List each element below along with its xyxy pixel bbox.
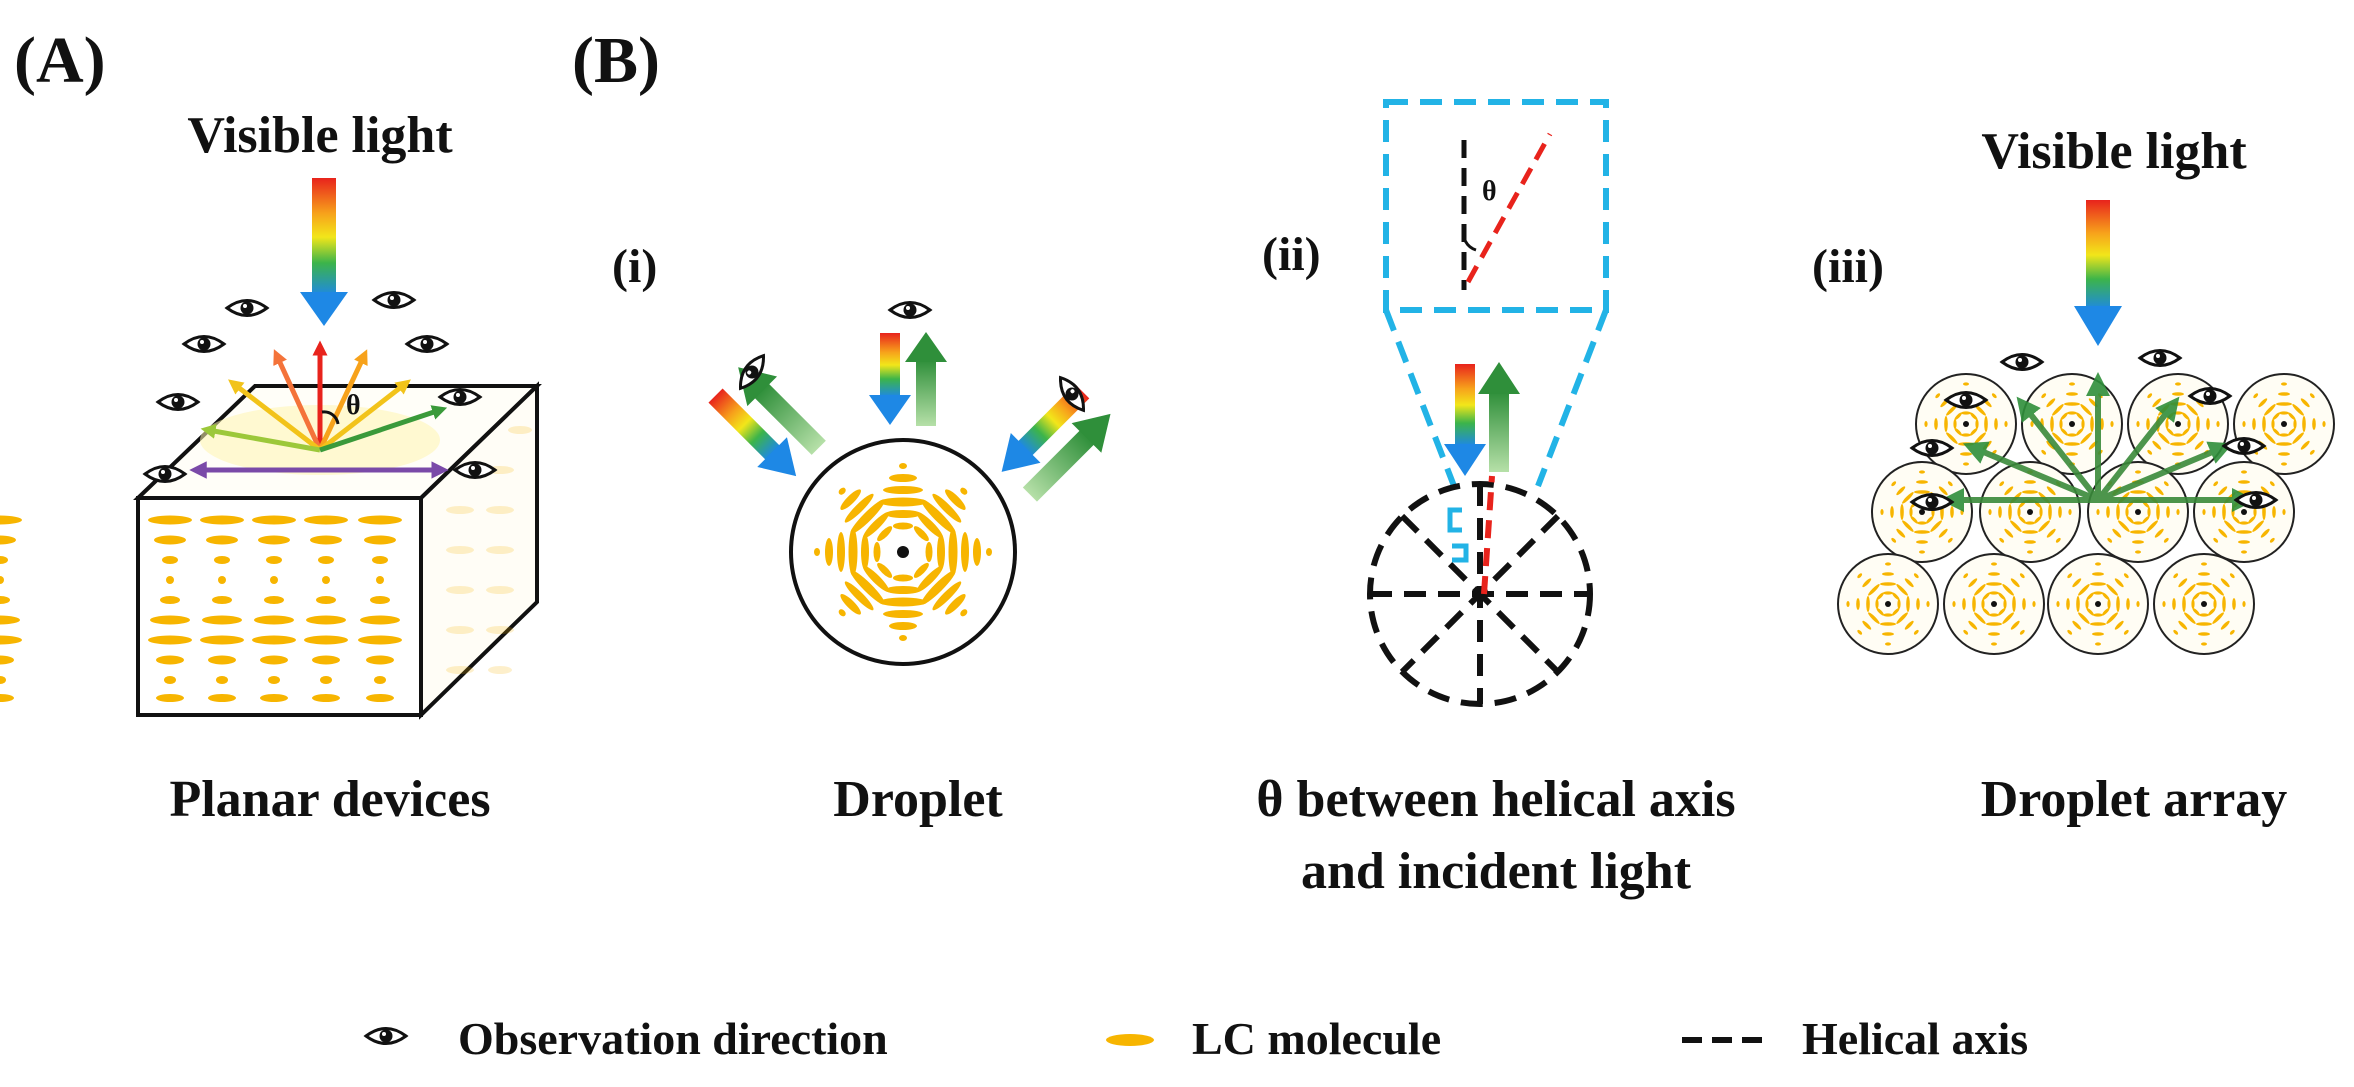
droplet-left-arrows xyxy=(708,367,826,477)
eye-icon xyxy=(156,393,200,411)
droplet-right-arrows xyxy=(1001,384,1111,502)
eye-icon xyxy=(2138,349,2182,367)
panel-b-i-caption: Droplet xyxy=(833,771,1003,828)
panel-a-label: (A) xyxy=(14,24,106,97)
panel-b-iii-light-label: Visible light xyxy=(1981,123,2247,180)
incident-light-arrow-iii xyxy=(2074,200,2122,346)
eye-icon xyxy=(372,291,416,309)
eye-icon xyxy=(888,301,932,319)
eye-icon xyxy=(143,465,187,483)
eye-icon xyxy=(2234,491,2278,509)
panel-b-ii-theta: θ xyxy=(1482,176,1497,207)
eye-icon xyxy=(1910,493,1954,511)
panel-b-i: (i) xyxy=(612,240,1111,828)
eye-icon xyxy=(2000,353,2044,371)
array-droplet xyxy=(2047,553,2149,655)
panel-b-ii-caption-1: θ between helical axis xyxy=(1256,771,1735,828)
angle-inset: θ xyxy=(1383,99,1609,313)
droplet-array xyxy=(1837,373,2335,655)
array-reflected-arrows xyxy=(1940,372,2256,512)
array-droplet xyxy=(2193,461,2295,563)
array-droplet xyxy=(2087,461,2189,563)
eye-icon xyxy=(2222,437,2266,455)
eye-icon xyxy=(1910,439,1954,457)
planar-device-cube: θ xyxy=(0,340,542,720)
panel-b-label: (B) xyxy=(572,24,660,97)
helical-arrows xyxy=(1444,362,1520,476)
array-droplet xyxy=(2153,553,2255,655)
helical-axis-circle xyxy=(1367,481,1593,707)
panel-b-iii: (iii) Visible light xyxy=(1812,123,2335,828)
legend-lc-molecule: LC molecule xyxy=(1192,1013,1441,1064)
panel-a: (A) Visible light xyxy=(0,24,542,828)
panel-a-light-label: Visible light xyxy=(187,107,453,164)
eye-icon xyxy=(225,299,269,317)
array-droplet xyxy=(1871,461,1973,563)
droplet xyxy=(789,438,1017,666)
panel-b-ii: (ii) θ θ between helical axis xyxy=(1256,99,1736,900)
lc-molecule-grid xyxy=(0,515,402,702)
eye-icon xyxy=(453,461,497,479)
array-droplet xyxy=(1837,553,1939,655)
reflected-light-fan xyxy=(200,340,448,453)
panel-a-caption: Planar devices xyxy=(169,771,490,828)
legend-helical-axis: Helical axis xyxy=(1802,1013,2028,1064)
panel-b-i-label: (i) xyxy=(612,240,657,293)
legend: Observation direction LC molecule Helica… xyxy=(364,1013,2028,1064)
eye-icon xyxy=(364,1027,408,1045)
eye-icon xyxy=(182,335,226,353)
incident-light-arrow xyxy=(300,178,348,326)
legend-observation: Observation direction xyxy=(458,1013,888,1064)
panel-b-ii-caption-2: and incident light xyxy=(1301,843,1692,900)
array-droplet xyxy=(2233,373,2335,475)
eye-icon xyxy=(1944,391,1988,409)
array-droplet xyxy=(1979,461,2081,563)
eye-icon xyxy=(438,388,482,406)
array-droplet xyxy=(1943,553,2045,655)
droplet-top-arrows xyxy=(869,332,947,426)
eye-icon xyxy=(2188,387,2232,405)
panel-b-iii-caption: Droplet array xyxy=(1981,771,2288,828)
tilted-helical-axis xyxy=(1481,475,1495,595)
lc-molecule-icon xyxy=(1106,1034,1154,1046)
panel-b-iii-label: (iii) xyxy=(1812,240,1884,293)
eye-icon xyxy=(405,335,449,353)
panel-b-ii-label: (ii) xyxy=(1262,228,1321,281)
panel-a-theta: θ xyxy=(346,390,361,421)
